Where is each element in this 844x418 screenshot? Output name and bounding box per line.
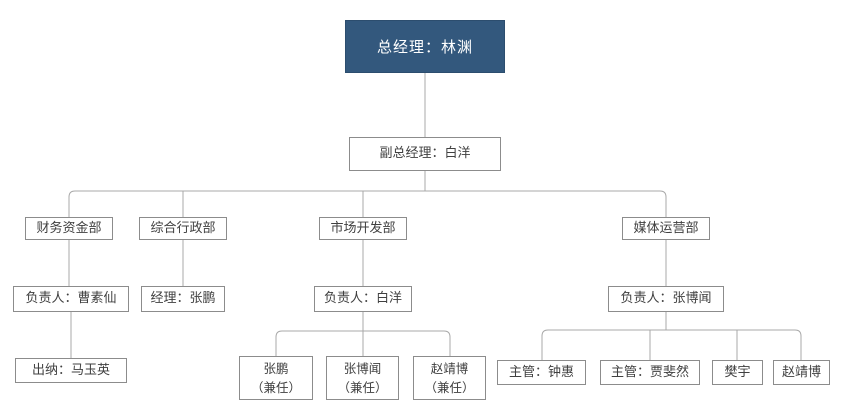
- node-dept-finance[interactable]: 财务资金部: [25, 217, 113, 240]
- node-media-member-2-label: 赵靖博: [781, 364, 821, 380]
- node-market-member-3[interactable]: 赵靖博 （兼任）: [413, 356, 486, 400]
- node-general-manager[interactable]: 总经理：林渊: [345, 20, 505, 73]
- node-deputy-general-manager-label: 副总经理：白洋: [379, 146, 471, 162]
- node-admin-manager-label: 经理：张鹏: [150, 291, 216, 307]
- node-media-supervisor-1[interactable]: 主管：钟惠: [497, 360, 586, 385]
- node-dept-finance-label: 财务资金部: [36, 220, 102, 236]
- node-dept-admin[interactable]: 综合行政部: [139, 217, 227, 240]
- node-media-member-1-label: 樊宇: [724, 364, 751, 380]
- node-media-lead[interactable]: 负责人：张博闻: [608, 286, 724, 312]
- node-admin-manager[interactable]: 经理：张鹏: [141, 286, 225, 312]
- node-media-lead-label: 负责人：张博闻: [620, 291, 712, 307]
- node-finance-lead[interactable]: 负责人：曹素仙: [13, 286, 129, 312]
- node-market-lead-label: 负责人：白洋: [323, 291, 402, 307]
- node-media-supervisor-2-label: 主管：贾斐然: [610, 364, 689, 380]
- node-market-lead[interactable]: 负责人：白洋: [314, 286, 412, 312]
- node-market-member-2[interactable]: 张博闻 （兼任）: [326, 356, 399, 400]
- node-dept-admin-label: 综合行政部: [150, 220, 216, 236]
- node-cashier-label: 出纳：马玉英: [31, 362, 110, 378]
- node-media-member-1[interactable]: 樊宇: [712, 360, 763, 385]
- node-deputy-general-manager[interactable]: 副总经理：白洋: [349, 137, 501, 171]
- node-market-member-3-note: （兼任）: [424, 380, 475, 395]
- node-media-member-2[interactable]: 赵靖博: [773, 360, 830, 385]
- node-market-member-1-note: （兼任）: [250, 380, 301, 395]
- node-cashier[interactable]: 出纳：马玉英: [15, 358, 127, 383]
- node-market-member-1[interactable]: 张鹏 （兼任）: [239, 356, 313, 400]
- node-dept-market[interactable]: 市场开发部: [319, 217, 407, 240]
- node-general-manager-label: 总经理：林渊: [376, 37, 473, 56]
- node-media-supervisor-2[interactable]: 主管：贾斐然: [600, 360, 700, 385]
- node-dept-media-label: 媒体运营部: [633, 220, 699, 236]
- node-market-member-2-note: （兼任）: [337, 380, 388, 395]
- node-media-supervisor-1-label: 主管：钟惠: [508, 364, 574, 380]
- node-market-member-2-name: 张博闻: [343, 360, 382, 376]
- node-market-member-1-name: 张鹏: [263, 360, 289, 376]
- node-market-member-3-name: 赵靖博: [430, 360, 469, 376]
- node-dept-market-label: 市场开发部: [330, 220, 396, 236]
- node-finance-lead-label: 负责人：曹素仙: [25, 291, 117, 307]
- node-dept-media[interactable]: 媒体运营部: [622, 217, 710, 240]
